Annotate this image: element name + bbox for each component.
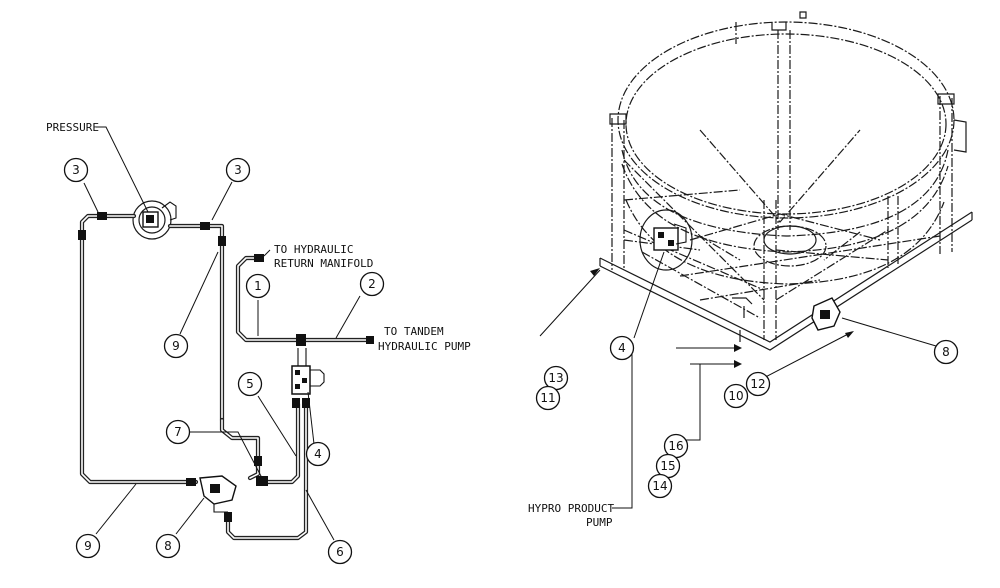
callout-5: 5 <box>237 371 263 397</box>
svg-text:6: 6 <box>336 545 344 559</box>
pressure-gauge <box>132 200 177 240</box>
svg-text:8: 8 <box>164 539 172 553</box>
left-leaders <box>83 181 361 541</box>
svg-text:11: 11 <box>540 391 555 405</box>
svg-text:4: 4 <box>618 341 626 355</box>
callout-10: 10 <box>723 383 749 409</box>
hose-1 <box>235 255 299 343</box>
callout-1: 1 <box>245 273 271 299</box>
callout-2: 2 <box>359 271 385 297</box>
hose-5 <box>259 401 301 485</box>
svg-text:15: 15 <box>660 459 675 473</box>
svg-text:7: 7 <box>174 425 182 439</box>
callout-4-right: 4 <box>609 335 635 361</box>
hose-6 <box>225 401 309 541</box>
svg-text:9: 9 <box>84 539 92 553</box>
svg-text:9: 9 <box>172 339 180 353</box>
svg-text:3: 3 <box>234 163 242 177</box>
callout-3b: 3 <box>225 157 251 183</box>
svg-text:13: 13 <box>548 371 563 385</box>
callout-16: 16 <box>663 433 689 459</box>
callout-12: 12 <box>745 371 771 397</box>
callout-14: 14 <box>647 473 673 499</box>
svg-text:4: 4 <box>314 447 322 461</box>
callout-13: 13 <box>543 365 569 391</box>
svg-text:1: 1 <box>254 279 262 293</box>
tandem-label-line1: TO TANDEM <box>384 325 444 338</box>
left-schematic: PRESSURE TO HYDRAULIC RETURN MANIFOLD TO… <box>46 121 471 565</box>
callout-15: 15 <box>655 453 681 479</box>
valve-right <box>639 209 693 271</box>
pump-right <box>811 297 841 331</box>
right-leaders <box>539 251 937 509</box>
callout-11: 11 <box>535 385 561 411</box>
svg-text:2: 2 <box>368 277 376 291</box>
fittings <box>78 212 374 522</box>
hypro-label-line2: PUMP <box>586 516 613 529</box>
svg-text:8: 8 <box>942 345 950 359</box>
hose-top-right <box>167 223 261 481</box>
callout-8-left: 8 <box>155 533 181 559</box>
pump-left <box>199 475 237 513</box>
callout-6: 6 <box>327 539 353 565</box>
svg-text:12: 12 <box>750 377 765 391</box>
callout-9a: 9 <box>163 333 189 359</box>
svg-text:5: 5 <box>246 377 254 391</box>
right-isometric: HYPRO PRODUCT PUMP 4 8 13 11 12 10 <box>528 11 973 529</box>
svg-text:16: 16 <box>668 439 683 453</box>
return-label-line1: TO HYDRAULIC <box>274 243 353 256</box>
hypro-label-line1: HYPRO PRODUCT <box>528 502 614 515</box>
svg-text:3: 3 <box>72 163 80 177</box>
callout-3a: 3 <box>63 157 89 183</box>
callout-8-right: 8 <box>933 339 959 365</box>
control-valve <box>291 348 325 395</box>
hose-9-left <box>79 213 199 485</box>
svg-text:14: 14 <box>652 479 667 493</box>
pressure-leader <box>96 126 149 213</box>
callout-4: 4 <box>305 441 331 467</box>
svg-text:10: 10 <box>728 389 743 403</box>
tandem-label-line2: HYDRAULIC PUMP <box>378 340 471 353</box>
callout-7: 7 <box>165 419 191 445</box>
callout-9b: 9 <box>75 533 101 559</box>
return-label-line2: RETURN MANIFOLD <box>274 257 373 270</box>
pressure-label: PRESSURE <box>46 121 99 134</box>
